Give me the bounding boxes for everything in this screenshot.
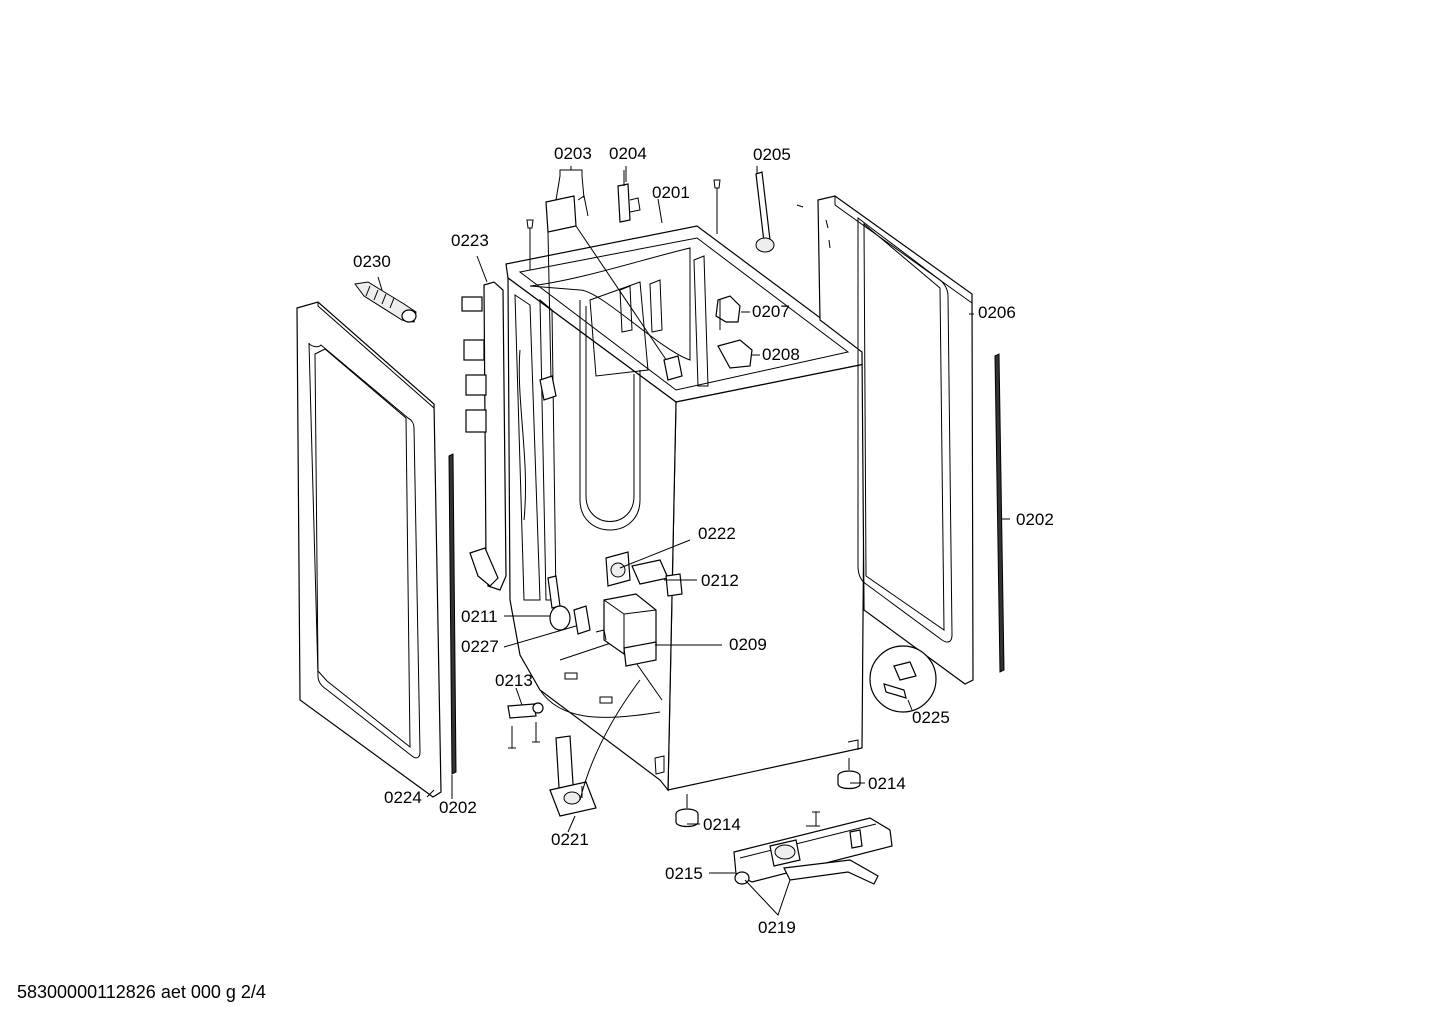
feet[interactable] bbox=[675, 758, 861, 828]
callout-0227: 0227 bbox=[461, 637, 499, 656]
callout-labels: 0203 0204 0205 0201 0223 0230 0207 0206 … bbox=[353, 144, 1054, 937]
callout-0212: 0212 bbox=[701, 571, 739, 590]
callout-0224: 0224 bbox=[384, 788, 422, 807]
callout-0202-left: 0202 bbox=[439, 798, 477, 817]
callout-0215: 0215 bbox=[665, 864, 703, 883]
callout-0211: 0211 bbox=[461, 607, 498, 626]
drain-hose[interactable] bbox=[755, 171, 775, 253]
leader-lines bbox=[377, 166, 1010, 916]
drawing-reference: 58300000112826 aet 000 g 2/4 bbox=[17, 982, 266, 1002]
callout-0203: 0203 bbox=[554, 144, 592, 163]
callout-0208: 0208 bbox=[762, 345, 800, 364]
callout-0201: 0201 bbox=[652, 183, 690, 202]
brackets[interactable] bbox=[715, 295, 753, 369]
main-cabinet[interactable] bbox=[505, 225, 867, 792]
electrical-components[interactable] bbox=[507, 551, 683, 817]
right-side-panel[interactable] bbox=[817, 195, 974, 685]
spring-latch[interactable] bbox=[354, 281, 417, 323]
cover-plate[interactable] bbox=[539, 195, 683, 401]
right-seal-strip[interactable] bbox=[994, 353, 1005, 673]
hinge-clip[interactable] bbox=[617, 170, 641, 223]
handle-strip[interactable] bbox=[461, 281, 507, 591]
callout-0223: 0223 bbox=[451, 231, 489, 250]
callout-0205: 0205 bbox=[753, 145, 791, 164]
base-plate-lever[interactable] bbox=[733, 811, 893, 885]
callout-0222: 0222 bbox=[698, 524, 736, 543]
callout-0221: 0221 bbox=[551, 830, 589, 849]
callout-0230: 0230 bbox=[353, 252, 391, 271]
callout-0214-right: 0214 bbox=[868, 774, 906, 793]
callout-0206: 0206 bbox=[978, 303, 1016, 322]
callout-0209: 0209 bbox=[729, 635, 767, 654]
callout-0207: 0207 bbox=[752, 302, 790, 321]
callout-0213: 0213 bbox=[495, 671, 533, 690]
knob-inset[interactable] bbox=[869, 645, 937, 713]
left-side-panel[interactable] bbox=[296, 301, 442, 798]
top-screws bbox=[526, 179, 804, 270]
callout-0214-left: 0214 bbox=[703, 815, 741, 834]
callout-0219: 0219 bbox=[758, 918, 796, 937]
callout-0202-right: 0202 bbox=[1016, 510, 1054, 529]
callout-0225: 0225 bbox=[912, 708, 950, 727]
left-seal-strip[interactable] bbox=[448, 453, 457, 775]
callout-0204: 0204 bbox=[609, 144, 647, 163]
